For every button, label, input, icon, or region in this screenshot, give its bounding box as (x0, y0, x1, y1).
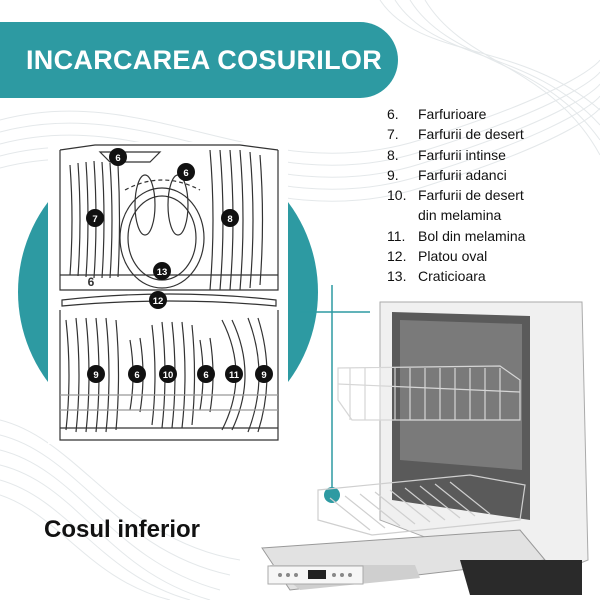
upper-rack (337, 365, 521, 421)
legend-item: 12. Platou oval (387, 246, 597, 266)
legend-label: Craticioara (418, 268, 486, 285)
legend-label: Farfurii de desert (418, 126, 524, 143)
marker-6-plain: 6 (88, 275, 95, 289)
legend-label: Bol din melamina (418, 227, 526, 244)
marker-6: 6 (128, 365, 146, 383)
legend-number: 13. (387, 268, 407, 285)
legend-item: 7. Farfurii de desert (387, 124, 597, 144)
dishwasher-plinth (460, 560, 582, 595)
marker-9: 9 (87, 365, 105, 383)
legend-label: Platou oval (418, 248, 488, 265)
marker-7: 7 (86, 209, 104, 227)
control-buttons (278, 573, 352, 577)
svg-text:6: 6 (115, 153, 120, 164)
marker-8: 8 (221, 209, 239, 227)
marker-6: 6 (109, 148, 127, 166)
callout-dot (324, 487, 340, 503)
legend-item: 11. Bol din melamina (387, 226, 597, 246)
svg-text:7: 7 (92, 214, 97, 225)
legend-number: 12. (387, 248, 407, 265)
lower-rack (317, 474, 526, 536)
svg-text:13: 13 (157, 267, 168, 278)
title-banner: INCARCAREA COSURILOR (0, 22, 398, 98)
svg-text:8: 8 (227, 214, 232, 225)
svg-text:11: 11 (229, 370, 240, 381)
legend-label: Farfurii adanci (418, 166, 507, 183)
legend-item: 6. Farfurioare (387, 104, 597, 124)
legend-list: 6. Farfurioare 7. Farfurii de desert 8. Far… (387, 104, 597, 287)
legend-item: 10. Farfurii de desert (387, 185, 597, 205)
legend-number: 8. (387, 146, 399, 163)
legend-item: 9. Farfurii adanci (387, 165, 597, 185)
legend-item-continuation: din melamina (387, 205, 597, 225)
svg-text:6: 6 (88, 275, 95, 289)
svg-text:6: 6 (203, 370, 208, 381)
legend-item: 8. Farfurii intinse (387, 145, 597, 165)
svg-text:6: 6 (134, 370, 139, 381)
svg-text:12: 12 (153, 296, 164, 307)
section-caption: Cosul inferior (44, 516, 201, 543)
marker-9: 9 (255, 365, 273, 383)
legend-label: Farfurii de desert (418, 187, 524, 204)
marker-6: 6 (197, 365, 215, 383)
legend-number: 9. (387, 166, 399, 183)
legend-number: 10. (387, 187, 407, 204)
dishwasher-illustration (261, 285, 589, 595)
lower-basket-diagram: 6 6 7 8 13 6 12 9 6 10 6 11 9 (18, 142, 318, 444)
svg-text:9: 9 (93, 370, 98, 381)
page-title: INCARCAREA COSURILOR (26, 44, 382, 75)
marker-13: 13 (153, 262, 171, 280)
legend-label-continuation: din melamina (418, 207, 502, 224)
legend-number: 11. (387, 227, 406, 244)
legend-number: 7. (387, 126, 399, 143)
svg-text:10: 10 (163, 370, 174, 381)
legend-number: 6. (387, 106, 399, 122)
svg-text:6: 6 (183, 168, 188, 179)
legend-item: 13. Craticioara (387, 266, 597, 286)
legend-label: Farfurii intinse (418, 146, 506, 163)
marker-6: 6 (177, 163, 195, 181)
marker-11: 11 (225, 365, 243, 383)
marker-10: 10 (159, 365, 177, 383)
marker-12: 12 (149, 291, 167, 309)
legend-label: Farfurioare (418, 106, 487, 122)
display-window (308, 570, 326, 579)
svg-text:9: 9 (261, 370, 266, 381)
basket-line-drawing (59, 144, 279, 441)
